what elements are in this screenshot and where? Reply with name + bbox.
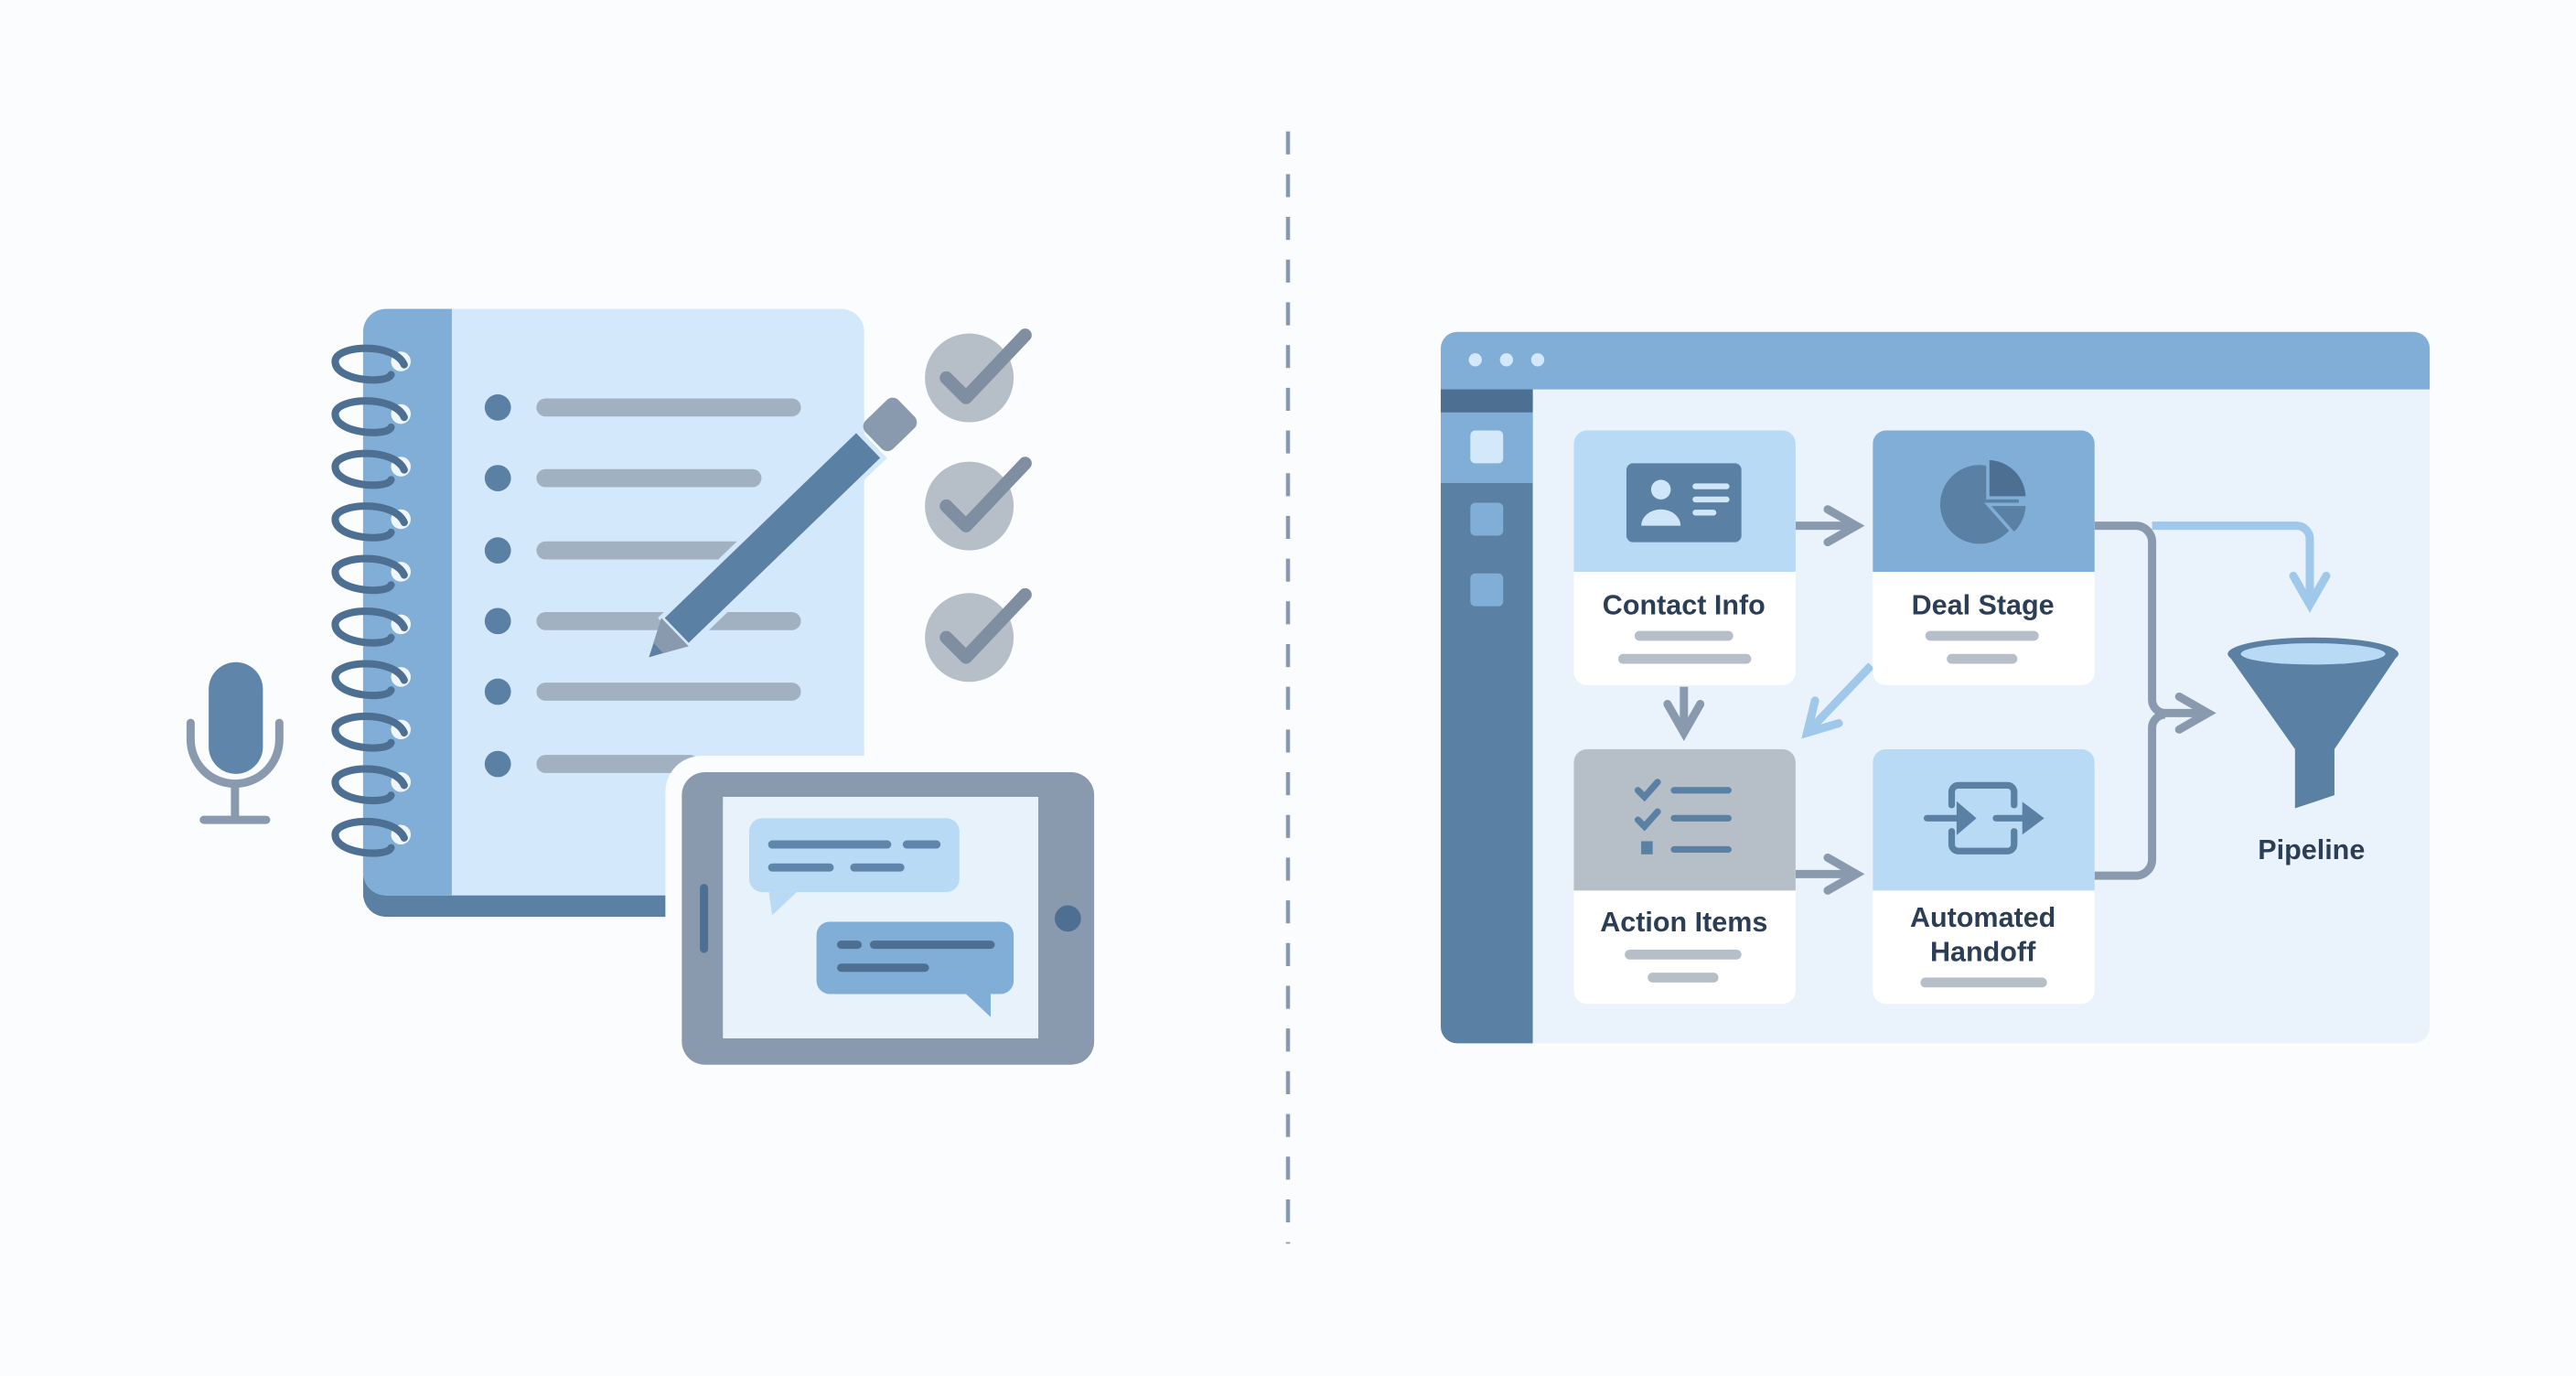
checklist-icon [1634,779,1732,855]
spiral-ring [331,502,412,542]
spiral-ring [331,449,412,489]
microphone-icon [186,661,284,824]
window-sidebar [1441,389,1533,1044]
spiral-rings [331,344,412,857]
spiral-ring [331,344,412,384]
card-label-line2: Handoff [1930,937,2036,968]
spiral-ring [331,713,412,752]
chat-bubble-incoming [748,818,960,916]
spiral-notebook-icon [331,308,864,918]
notebook-line-item [484,537,762,564]
card-deal-stage[interactable]: Deal Stage [1873,430,2095,685]
notebook-line-item [484,750,700,778]
window-titlebar [1441,331,2431,390]
card-automated-handoff[interactable]: Automated Handoff [1873,748,2095,1005]
window-dot [1468,353,1482,367]
sidebar-item-icon[interactable] [1470,430,1504,464]
spiral-ring [331,660,412,700]
card-label-line1: Automated [1910,902,2055,933]
check-circle-icon [925,457,1032,551]
handoff-arrows-icon [1923,781,2045,855]
notebook-line-item [484,678,801,705]
flow-connectors [1663,505,2331,895]
spiral-ring [331,818,412,857]
sidebar-item-icon[interactable] [1470,502,1504,536]
card-label: Deal Stage [1912,590,2055,621]
sidebar-item-icon[interactable] [1470,573,1504,607]
spiral-ring [331,554,412,595]
notebook-line-item [484,465,762,491]
tablet-chat-icon [665,756,1110,1080]
pipeline-label: Pipeline [2258,834,2365,865]
card-contact-info[interactable]: Contact Info [1573,430,1796,685]
window-dot [1499,353,1514,367]
check-circle-icon [925,587,1032,683]
check-circle-icon [925,328,1032,423]
funnel-icon [2227,637,2399,809]
notebook-lines [484,393,801,778]
card-label: Contact Info [1603,590,1766,621]
card-action-items[interactable]: Action Items [1573,748,1796,1005]
card-label: Action Items [1600,907,1767,938]
check-list [925,328,1032,683]
window-dot [1530,353,1545,367]
pie-chart-icon [1939,457,2029,544]
spiral-ring [331,765,412,805]
spiral-ring [331,607,412,647]
pencil-icon [649,397,918,658]
notebook-line-item [484,393,801,421]
contact-card-icon [1626,463,1742,543]
spiral-ring [331,397,412,436]
